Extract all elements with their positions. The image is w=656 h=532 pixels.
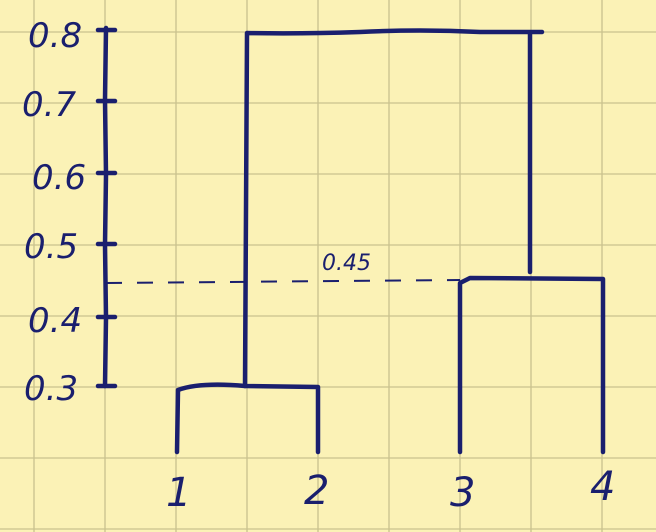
y-tick-labels: 0.8 0.7 0.6 0.5 0.4 0.3	[22, 16, 86, 409]
leaf-labels: 1 2 3 4	[166, 464, 615, 516]
leaf-label-1: 1	[166, 470, 191, 516]
dendrogram-links	[174, 28, 606, 455]
y-tick-label: 0.5	[24, 227, 78, 267]
y-tick-label: 0.3	[24, 369, 78, 409]
y-tick-label: 0.7	[22, 85, 76, 125]
leaf-label-4: 4	[590, 464, 615, 510]
leaf-label-2: 2	[304, 468, 329, 514]
y-axis-line	[102, 25, 109, 389]
y-axis	[95, 25, 118, 389]
cut-line	[105, 279, 461, 284]
y-tick-label: 0.6	[32, 158, 86, 198]
y-tick-label: 0.4	[28, 301, 82, 341]
link-top-merge	[242, 28, 545, 389]
leaf-label-3: 3	[450, 470, 475, 516]
cut-label: 0.45	[322, 251, 371, 276]
link-3-4	[457, 275, 606, 455]
y-tick-label: 0.8	[28, 16, 82, 56]
